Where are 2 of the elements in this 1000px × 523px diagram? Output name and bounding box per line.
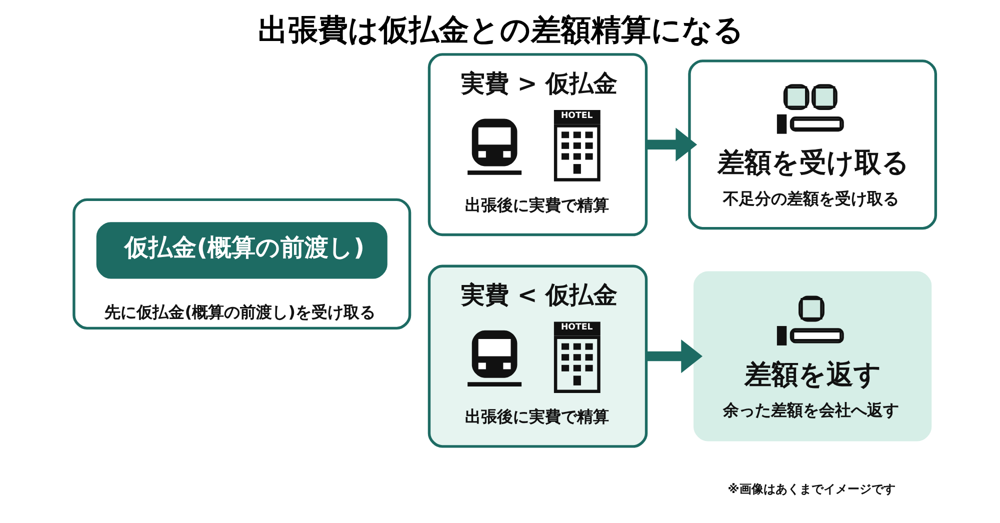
diagram-title: 出張費は仮払金との差額精算になる xyxy=(258,12,744,48)
label: ※画像はあくまでイメージです xyxy=(727,482,895,496)
